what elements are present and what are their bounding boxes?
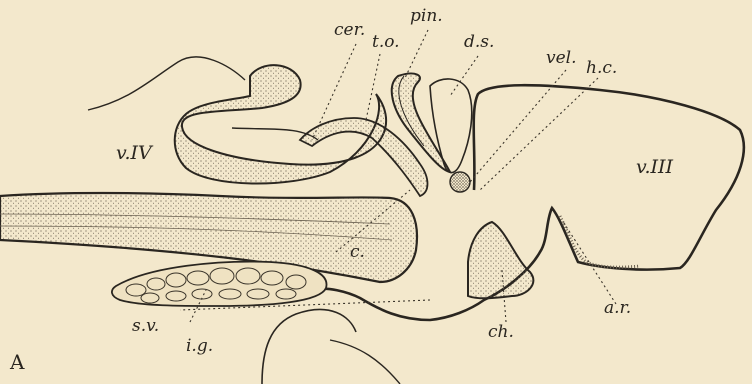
label-hc: h.c. [586,60,617,77]
label-cer: cer. [334,22,365,39]
habenular-commissure [450,172,470,192]
label-ig: i.g. [186,338,213,355]
chiasma [468,222,533,298]
label-to: t.o. [372,34,400,51]
label-ds: d.s. [464,34,494,51]
lower-outline [330,340,400,384]
label-vel: vel. [546,50,577,67]
label-pin: pin. [410,8,443,25]
label-ch: ch. [488,324,514,341]
base-outline [262,309,356,384]
label-v3: v.III [636,158,673,177]
label-sv: s.v. [132,318,159,335]
anterior-recess [560,216,640,267]
label-ar: a.r. [604,300,631,317]
panel-label: A [10,352,24,372]
label-c: c. [350,244,365,261]
label-v4: v.IV [116,144,152,163]
